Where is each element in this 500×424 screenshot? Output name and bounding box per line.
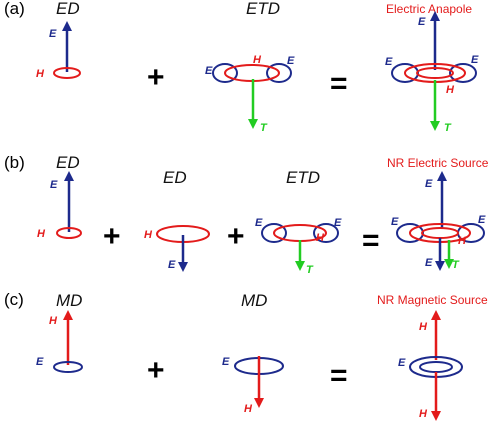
panel-b-term2-title: ED [163,168,187,187]
field-label-h: H [244,403,253,415]
plus-operator: + [147,354,165,387]
field-label-e: E [36,356,44,368]
panel-a: (a) ED ETD Electric Anapole E H + E H E … [4,0,479,134]
field-label-e: E [398,357,406,369]
magnetic-loop-inner [421,227,459,239]
equals-operator: = [362,224,380,257]
electric-side-loop [266,63,292,83]
panel-c-result-title: NR Magnetic Source [377,293,488,307]
magnetic-loop [56,227,82,239]
panel-b: (b) ED ED ETD NR Electric Source E H + H… [4,153,489,276]
panel-b-term1-title: ED [56,153,80,172]
field-label-t: T [260,122,268,134]
panel-a-term1-title: ED [56,0,80,18]
field-label-t: T [444,122,452,134]
field-label-e: E [50,179,58,191]
panel-a-result-title: Electric Anapole [386,2,472,16]
field-label-e: E [255,217,263,229]
plus-operator: + [147,61,165,94]
panel-b-term3-title: ETD [286,168,320,187]
electric-loop [53,361,83,373]
electric-loop-inner [419,361,453,373]
field-label-e: E [205,65,213,77]
field-label-e: E [168,259,176,271]
electric-side-loop [212,63,238,83]
field-label-h: H [253,54,262,66]
panel-b-label: (b) [4,153,25,172]
panel-c-term1-title: MD [56,291,82,310]
panel-b-etd-toroid: E H E T [255,217,342,276]
panel-a-anapole: E E E H T [385,11,479,134]
field-label-e: E [425,257,433,269]
panel-b-ed-dipole-down: H E [144,225,210,272]
panel-a-ed-dipole: E H [36,21,81,80]
panel-c-md-dipole-down: E H [222,356,284,415]
panel-c: (c) MD MD NR Magnetic Source H E + E H =… [4,290,488,421]
field-label-h: H [37,228,46,240]
field-label-e: E [478,214,486,226]
magnetic-loop [53,67,81,79]
field-label-e: E [334,217,342,229]
field-label-e: E [222,356,230,368]
field-label-h: H [144,229,153,241]
field-label-h: H [446,84,455,96]
field-label-h: H [419,321,428,333]
magnetic-loop [224,64,280,82]
field-label-e: E [418,16,426,28]
panel-c-md-dipole-up: H E [36,310,83,373]
panel-b-nr-electric-source: E E E H E T [391,171,486,271]
equals-operator: = [330,359,348,392]
panel-b-ed-dipole-up: E H [37,171,82,240]
panel-a-etd-toroid: E H E T [205,54,295,134]
equals-operator: = [330,67,348,100]
field-label-h: H [419,408,428,420]
field-label-h: H [49,315,58,327]
field-label-e: E [425,178,433,190]
field-label-e: E [385,56,393,68]
electric-side-loop [313,223,339,243]
field-label-t: T [452,259,460,271]
panel-c-term2-title: MD [241,291,267,310]
magnetic-loop-inner [416,67,454,79]
field-label-h: H [36,68,45,80]
panel-a-term2-title: ETD [246,0,280,18]
plus-operator: + [227,220,245,253]
field-label-e: E [49,28,57,40]
panel-b-result-title: NR Electric Source [387,156,489,170]
field-label-h: H [316,232,325,244]
electric-side-loop [261,223,287,243]
field-label-e: E [287,55,295,67]
panel-a-label: (a) [4,0,25,18]
field-label-e: E [471,54,479,66]
panel-c-label: (c) [4,290,24,309]
panel-c-nr-magnetic-source: H E H [398,310,463,421]
field-label-t: T [306,264,314,276]
field-label-h: H [458,235,467,247]
plus-operator: + [103,220,121,253]
field-label-e: E [391,216,399,228]
electric-side-loop [449,63,477,83]
